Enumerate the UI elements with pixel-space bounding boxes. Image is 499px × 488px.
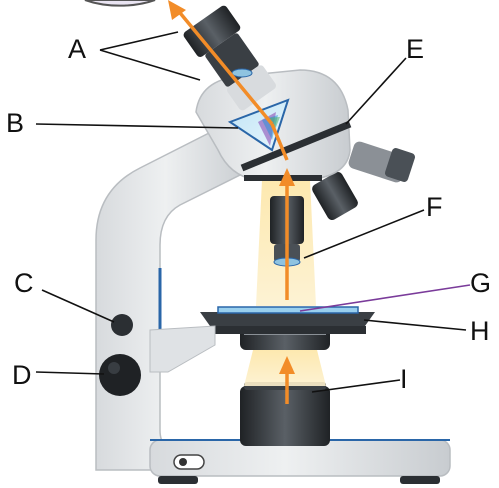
label-e: E (406, 34, 424, 64)
coarse-focus-knob[interactable] (99, 354, 141, 396)
label-b: B (6, 108, 24, 138)
label-g: G (470, 268, 491, 298)
side-objective-2 (347, 140, 416, 184)
label-d: D (12, 360, 32, 390)
stage-support (150, 326, 215, 372)
fine-focus-knob[interactable] (111, 314, 133, 336)
field-of-view-circle (85, 0, 155, 6)
label-f: F (426, 192, 443, 222)
label-i: I (400, 364, 408, 394)
label-h: H (470, 316, 490, 346)
microscope-arm (96, 130, 250, 470)
label-c: C (14, 268, 34, 298)
stage-platform[interactable] (200, 312, 375, 334)
label-a: A (68, 34, 86, 64)
specimen-slide[interactable] (218, 307, 358, 313)
power-switch[interactable] (174, 455, 204, 469)
microscope-base (150, 440, 450, 484)
